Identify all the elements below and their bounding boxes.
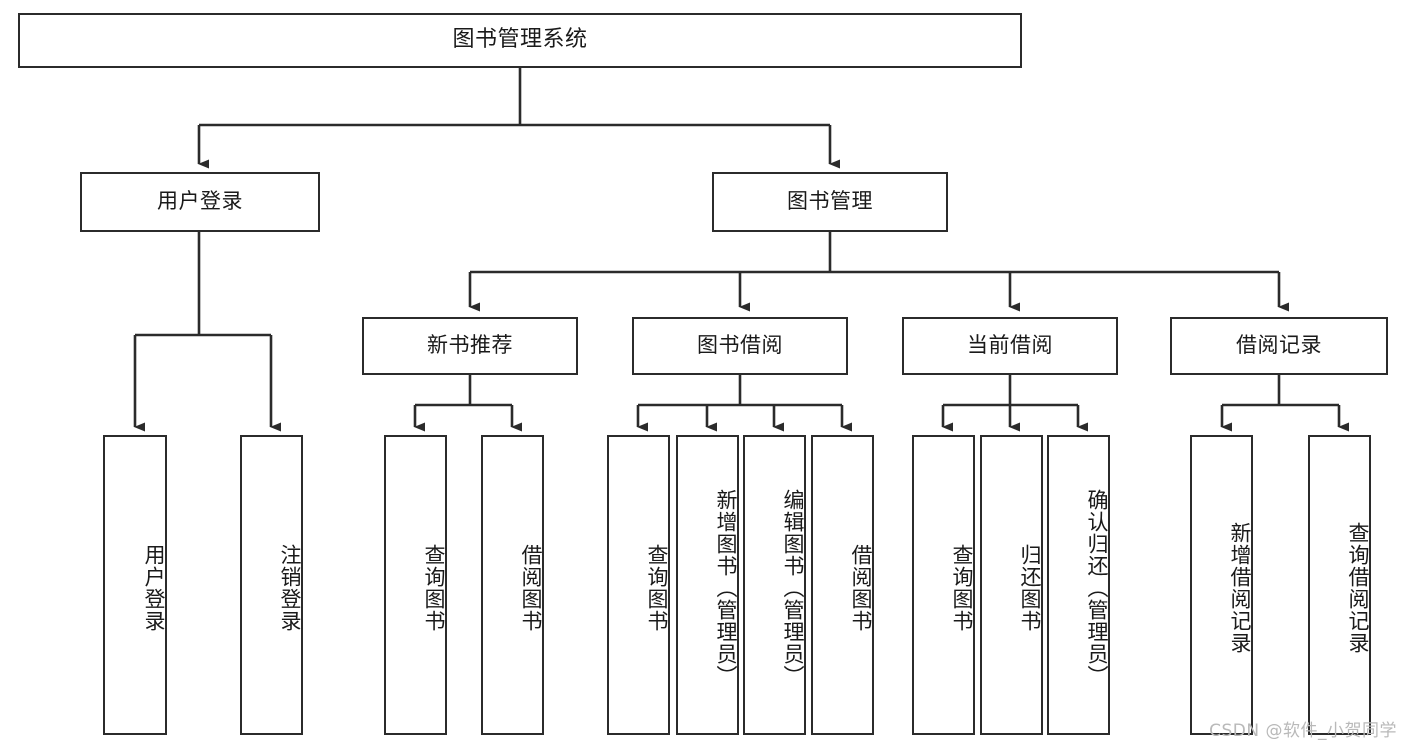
leaf-record-query[interactable]: 查询借阅记录 <box>1308 435 1371 735</box>
leaf-borrow-add-book-admin[interactable]: 新增图书（管理员） <box>676 435 739 735</box>
leaf-current-return-book[interactable]: 归还图书 <box>980 435 1043 735</box>
node-new-book-recommend-label: 新书推荐 <box>427 333 513 358</box>
leaf-new-book-query-label: 查询图书 <box>422 544 446 632</box>
node-book-management[interactable]: 图书管理 <box>712 172 948 232</box>
node-borrow-record[interactable]: 借阅记录 <box>1170 317 1388 375</box>
leaf-borrow-borrow-book[interactable]: 借阅图书 <box>811 435 874 735</box>
node-book-borrow-label: 图书借阅 <box>697 333 783 358</box>
leaf-new-book-query[interactable]: 查询图书 <box>384 435 447 735</box>
leaf-current-query-book[interactable]: 查询图书 <box>912 435 975 735</box>
node-root-system[interactable]: 图书管理系统 <box>18 13 1022 68</box>
leaf-new-book-borrow-label: 借阅图书 <box>519 544 543 632</box>
watermark-text: CSDN @软件_小贺同学 <box>1209 721 1397 741</box>
leaf-record-add[interactable]: 新增借阅记录 <box>1190 435 1253 735</box>
leaf-record-query-label: 查询借阅记录 <box>1346 522 1370 654</box>
leaf-current-confirm-return-admin[interactable]: 确认归还（管理员） <box>1047 435 1110 735</box>
leaf-borrow-add-book-admin-label: 新增图书（管理员） <box>714 489 738 687</box>
leaf-borrow-query-book-label: 查询图书 <box>645 544 669 632</box>
leaf-borrow-edit-book-admin[interactable]: 编辑图书（管理员） <box>743 435 806 735</box>
leaf-current-confirm-return-admin-label: 确认归还（管理员） <box>1085 489 1109 687</box>
leaf-user-login-signout[interactable]: 注销登录 <box>240 435 303 735</box>
node-user-login-label: 用户登录 <box>157 189 243 214</box>
leaf-user-login-signin[interactable]: 用户登录 <box>103 435 167 735</box>
node-book-borrow[interactable]: 图书借阅 <box>632 317 848 375</box>
node-current-borrow[interactable]: 当前借阅 <box>902 317 1118 375</box>
node-book-management-label: 图书管理 <box>787 189 873 214</box>
node-new-book-recommend[interactable]: 新书推荐 <box>362 317 578 375</box>
leaf-borrow-edit-book-admin-label: 编辑图书（管理员） <box>781 489 805 687</box>
node-current-borrow-label: 当前借阅 <box>967 333 1053 358</box>
node-borrow-record-label: 借阅记录 <box>1236 333 1322 358</box>
leaf-current-query-book-label: 查询图书 <box>950 544 974 632</box>
leaf-user-login-signin-label: 用户登录 <box>142 544 166 632</box>
leaf-borrow-query-book[interactable]: 查询图书 <box>607 435 670 735</box>
leaf-record-add-label: 新增借阅记录 <box>1228 522 1252 654</box>
leaf-current-return-book-label: 归还图书 <box>1018 544 1042 632</box>
node-user-login[interactable]: 用户登录 <box>80 172 320 232</box>
leaf-new-book-borrow[interactable]: 借阅图书 <box>481 435 544 735</box>
node-root-system-label: 图书管理系统 <box>452 27 588 53</box>
leaf-borrow-borrow-book-label: 借阅图书 <box>849 544 873 632</box>
leaf-user-login-signout-label: 注销登录 <box>278 544 302 632</box>
